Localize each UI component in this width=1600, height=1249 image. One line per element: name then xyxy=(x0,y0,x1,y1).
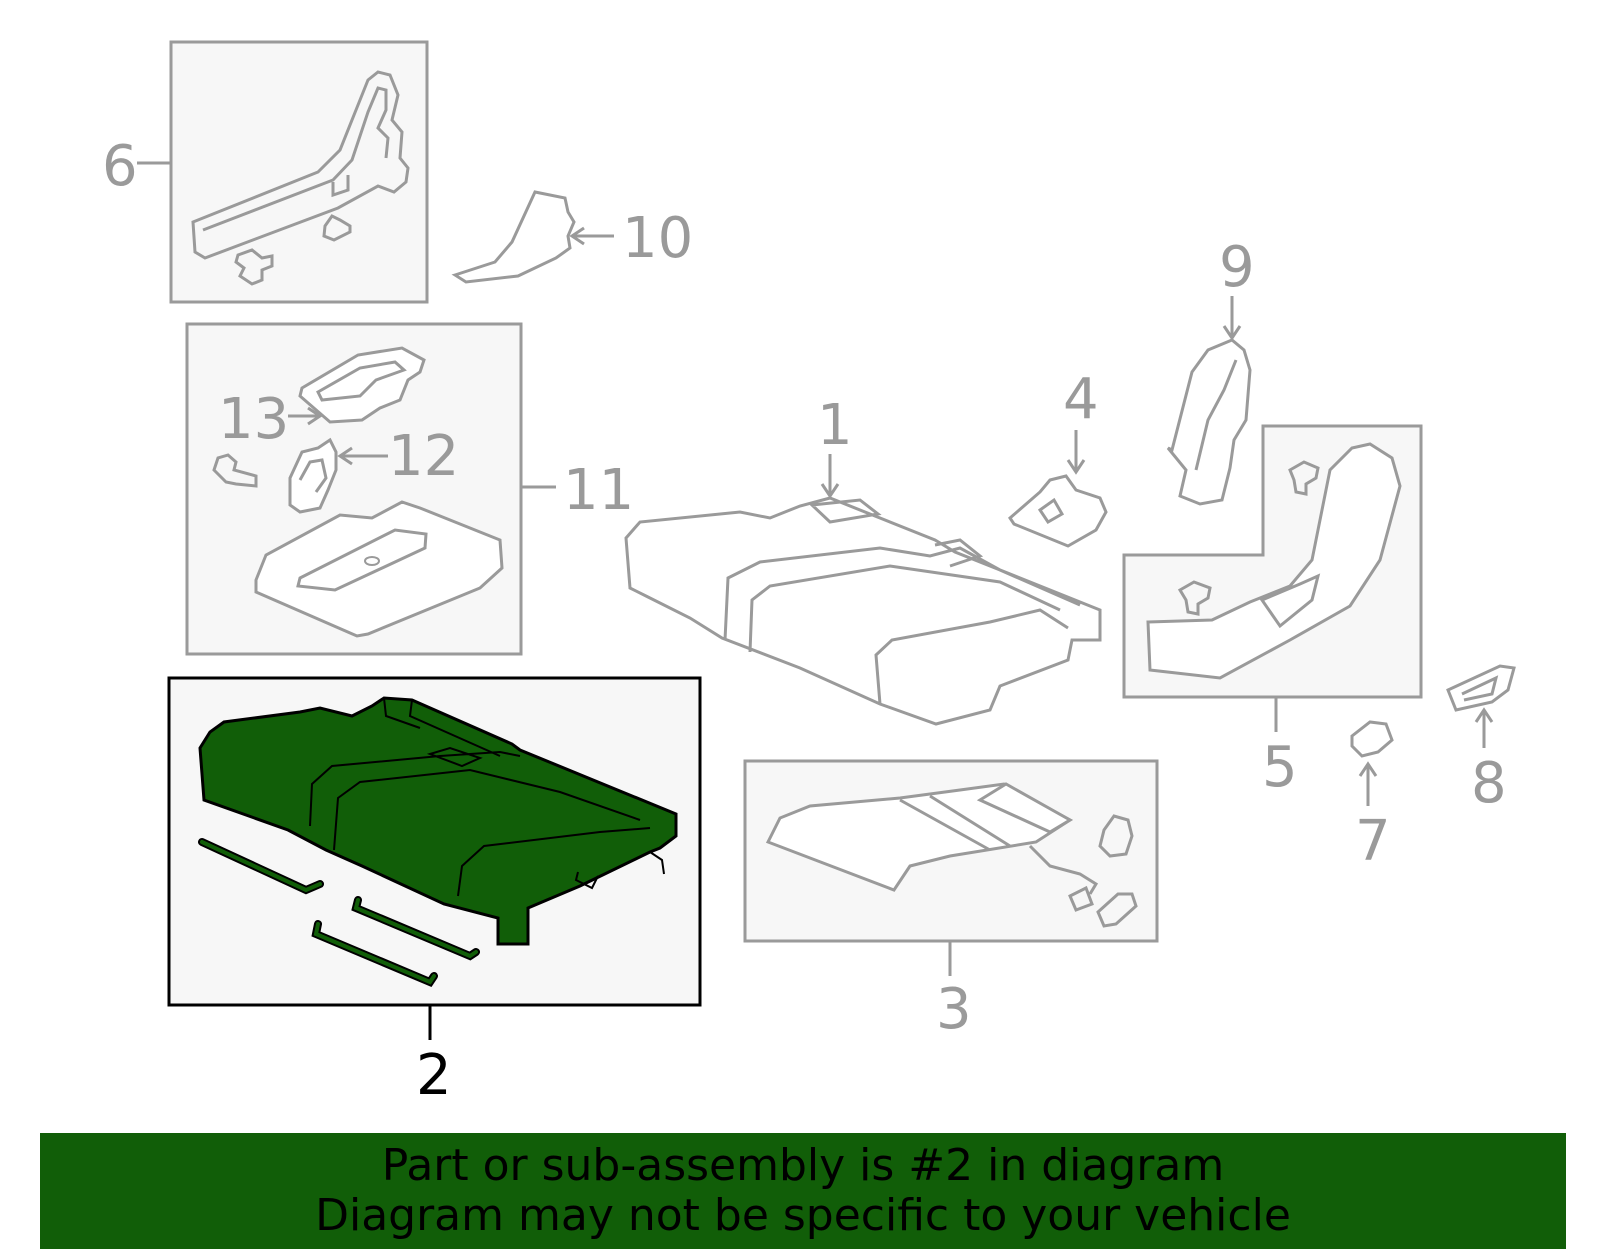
part-9-arrow xyxy=(1222,296,1242,341)
callout-10: 10 xyxy=(622,206,693,271)
part-3-clip-b xyxy=(1068,885,1094,912)
part-6-panel xyxy=(169,40,429,304)
part-6-clip-a xyxy=(234,248,274,286)
part-7-clip xyxy=(1350,720,1394,758)
part-2-wire-f xyxy=(313,922,436,985)
callout-8: 8 xyxy=(1471,751,1507,816)
callout-2: 2 xyxy=(416,1043,452,1108)
part-3-group[interactable]: 3 xyxy=(743,759,1159,1042)
part-10-arrow xyxy=(569,226,614,246)
part-4-bracket xyxy=(1008,474,1108,548)
part-3-clip-c xyxy=(1096,892,1138,928)
callout-4: 4 xyxy=(1063,367,1099,432)
part-4-arrow xyxy=(1066,430,1086,475)
callout-13: 13 xyxy=(218,387,289,452)
part-11-group[interactable]: 11 xyxy=(185,322,634,656)
part-12-clip xyxy=(288,437,338,514)
part-12-group[interactable]: 12 xyxy=(288,424,459,514)
banner-line-1: Part or sub-assembly is #2 in diagram xyxy=(381,1140,1225,1191)
part-6-clip-b xyxy=(322,214,352,242)
banner-line-2: Diagram may not be specific to your vehi… xyxy=(315,1190,1291,1241)
part-2-group[interactable]: 2 xyxy=(167,676,702,1108)
part-6-rail xyxy=(191,70,410,260)
callout-11: 11 xyxy=(563,458,634,523)
part-5-shield xyxy=(1146,442,1402,680)
part-5-group[interactable]: 5 xyxy=(1122,424,1423,800)
callout-12: 12 xyxy=(388,424,459,489)
part-5-clip-a xyxy=(1288,460,1320,496)
part-1-group[interactable]: 1 xyxy=(624,393,1102,726)
part-10-bracket xyxy=(451,190,576,284)
part-9-hinge xyxy=(1166,338,1252,506)
part-1-arrow xyxy=(820,454,840,499)
part-3-wire xyxy=(1028,844,1099,895)
part-10-group[interactable]: 10 xyxy=(451,190,693,284)
part-13-arrow xyxy=(288,406,323,426)
part-3-flap xyxy=(976,782,1073,834)
part-7-arrow xyxy=(1358,761,1378,806)
part-4-group[interactable]: 4 xyxy=(1008,367,1108,548)
callout-5: 5 xyxy=(1262,735,1298,800)
part-9-group[interactable]: 9 xyxy=(1166,235,1255,506)
part-5-clip-b xyxy=(1177,580,1212,616)
part-11-hole xyxy=(364,556,380,566)
part-8-arrow xyxy=(1474,707,1494,748)
part-6-group[interactable]: 6 xyxy=(102,40,429,304)
part-13-group[interactable]: 13 xyxy=(218,346,426,452)
callout-7: 7 xyxy=(1355,809,1391,874)
part-8-group[interactable]: 8 xyxy=(1446,664,1516,816)
callout-6: 6 xyxy=(102,134,138,199)
part-1-cushion xyxy=(624,496,1102,726)
part-8-cover xyxy=(1446,664,1516,712)
part-12-arrow xyxy=(337,446,388,466)
part-2-wire-b xyxy=(200,840,322,893)
part-3-clip-a xyxy=(1098,814,1134,858)
callout-1: 1 xyxy=(817,393,853,458)
info-banner: Part or sub-assembly is #2 in diagram Di… xyxy=(40,1133,1566,1249)
part-7-group[interactable]: 7 xyxy=(1350,720,1394,874)
part-2-cushion xyxy=(198,696,678,946)
callout-3: 3 xyxy=(936,977,972,1042)
part-2-seams xyxy=(309,697,665,897)
part-2-wire-d xyxy=(353,898,478,959)
part-11-bolt xyxy=(212,453,258,488)
callout-9: 9 xyxy=(1219,235,1255,300)
part-11-cover xyxy=(254,500,504,638)
part-13-tray xyxy=(298,346,426,424)
